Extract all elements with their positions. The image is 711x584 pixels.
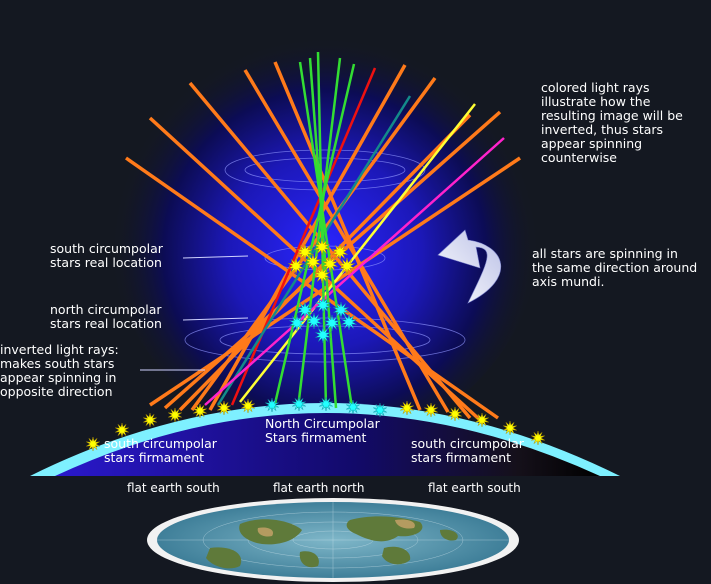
south-firmament-left-label: south circumpolar stars firmament (104, 437, 217, 465)
firmament-south-left-star-3 (143, 413, 156, 427)
map-label-left: flat earth south (127, 481, 220, 495)
firmament-south-left-star-4 (168, 408, 181, 422)
north-firmament-label: North Circumpolar Stars firmament (265, 417, 380, 445)
colored-rays-note: colored light rays illustrate how the re… (541, 81, 683, 165)
south-real-location-label: south circumpolar stars real location (50, 242, 163, 270)
map-label-center: flat earth north (273, 481, 364, 495)
inverted-rays-label: inverted light rays: makes south stars a… (0, 343, 119, 399)
spinning-note: all stars are spinning in the same direc… (532, 247, 697, 289)
flat-earth-map (147, 498, 519, 582)
north-real-location-label: north circumpolar stars real location (50, 303, 162, 331)
firmament-south-left-star-2 (115, 423, 128, 437)
south-firmament-right-label: south circumpolar stars firmament (411, 437, 524, 465)
map-label-right: flat earth south (428, 481, 521, 495)
